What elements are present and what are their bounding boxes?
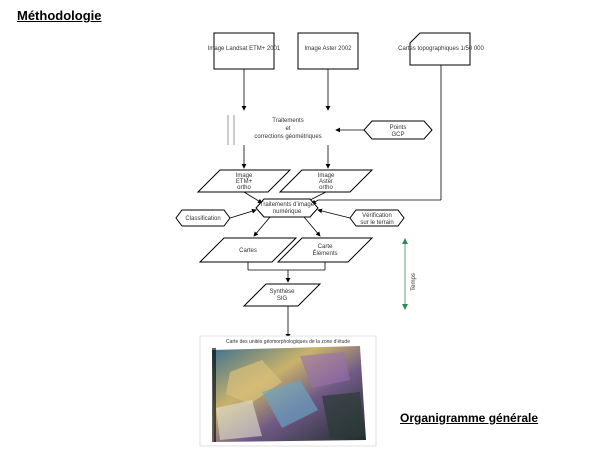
field-verification-hexagon: Vérification sur le terrain <box>349 209 405 227</box>
process-line-3: corrections géométriques <box>254 134 321 140</box>
elements-line-2: Éléments <box>312 250 337 257</box>
ortho-aster-line-2: Aster <box>319 179 333 185</box>
field-line-2: sur le terrain <box>360 220 393 226</box>
ortho-aster-line-3: ortho <box>319 185 333 191</box>
input-topo-label: Cartes topographiques 1/50 000 <box>398 46 484 52</box>
process-line-1: Traitements <box>272 118 303 124</box>
map-caption: Carte des unités géomorphologiques de la… <box>226 339 350 345</box>
maps-label: Cartes <box>239 248 257 254</box>
synthesis-line-2: SIG <box>277 296 288 302</box>
ortho-etm-line-3: ortho <box>237 185 251 191</box>
ortho-etm-line-2: ETM+ <box>236 179 253 185</box>
input-aster-box: Image Aster 2002 <box>297 32 359 70</box>
input-landsat-box: Image Landsat ETM+ 2001 <box>208 32 281 70</box>
synthesis-line-1: Synthèse <box>269 289 295 295</box>
ortho-etm-line-1: Image <box>236 173 253 179</box>
input-aster-label: Image Aster 2002 <box>304 46 352 52</box>
input-topo-box: Cartes topographiques 1/50 000 <box>398 32 485 66</box>
ortho-etm-parallelogram: Image ETM+ ortho <box>196 169 292 193</box>
classification-hexagon: Classification <box>175 209 231 227</box>
time-axis: Temps <box>402 238 417 310</box>
numeric-line-1: Traitements d’image <box>260 202 315 208</box>
diagram-caption: Organigramme générale <box>400 411 539 425</box>
numeric-line-2: numérique <box>273 209 302 215</box>
numeric-processing-hexagon: Traitements d’image numérique <box>255 198 319 218</box>
elements-line-1: Carte <box>318 244 333 250</box>
page-title: Méthodologie <box>17 8 102 23</box>
process-line-2: et <box>285 126 290 132</box>
input-landsat-label: Image Landsat ETM+ 2001 <box>208 46 281 52</box>
gcp-points-hexagon: Points GCP <box>363 120 433 140</box>
gcp-line-2: GCP <box>391 132 404 138</box>
maps-parallelogram: Cartes <box>198 237 298 263</box>
ortho-aster-parallelogram: Image Aster ortho <box>278 169 374 193</box>
ortho-aster-line-1: Image <box>318 173 335 179</box>
elements-parallelogram: Carte Éléments <box>276 237 374 263</box>
synthesis-parallelogram: Synthèse SIG <box>242 283 322 307</box>
process-correction-block: Traitements et corrections géométriques <box>227 115 322 145</box>
field-line-1: Vérification <box>362 213 392 219</box>
classification-label: Classification <box>185 216 220 222</box>
time-label: Temps <box>411 273 417 291</box>
result-map-image: Carte des unités géomorphologiques de la… <box>199 335 377 447</box>
gcp-line-1: Points <box>390 125 407 131</box>
